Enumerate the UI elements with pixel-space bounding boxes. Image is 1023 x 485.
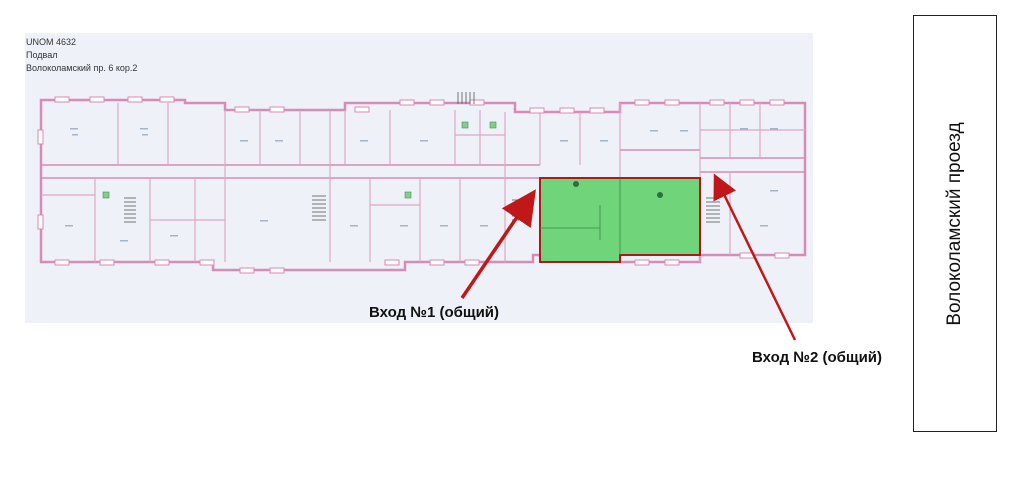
highlighted-premises bbox=[539, 177, 701, 263]
fixtures bbox=[102, 121, 497, 199]
floor-label: Подвал bbox=[26, 50, 58, 60]
entrance1-label: Вход №1 (общий) bbox=[369, 304, 500, 321]
entrance2-arrow bbox=[713, 173, 797, 341]
entrance1-arrow bbox=[460, 189, 536, 299]
stair-center bbox=[312, 195, 326, 221]
address-label: Волоколамский пр. 6 кор.2 bbox=[26, 63, 138, 73]
stair-left bbox=[124, 197, 136, 223]
unom-label: UNOM 4632 bbox=[26, 37, 77, 47]
room-marks bbox=[65, 128, 778, 242]
street-name: Волоколамский проезд bbox=[944, 121, 965, 326]
stairs bbox=[124, 92, 720, 223]
corridor-walls bbox=[41, 149, 805, 179]
stair-top bbox=[457, 92, 475, 104]
plan-header: UNOM 4632 Подвал Волоколамский пр. 6 кор… bbox=[26, 36, 137, 75]
street-box: Волоколамский проезд bbox=[913, 15, 997, 432]
stair-right-2 bbox=[706, 197, 720, 223]
entrance2-label: Вход №2 (общий) bbox=[752, 349, 883, 366]
